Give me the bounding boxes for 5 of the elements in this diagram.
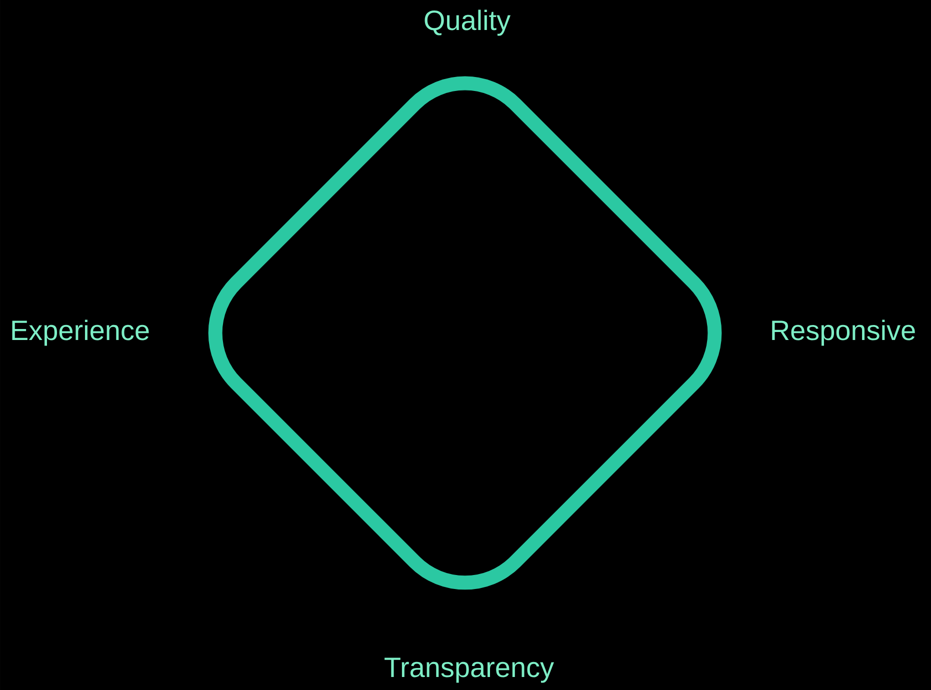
corner-label: Quality — [424, 10, 510, 36]
corner-label: Transparency — [384, 658, 554, 683]
corner-label: Experience — [12, 320, 149, 346]
rounded-diamond — [208, 76, 722, 590]
corner-label: Responsive — [772, 320, 915, 346]
